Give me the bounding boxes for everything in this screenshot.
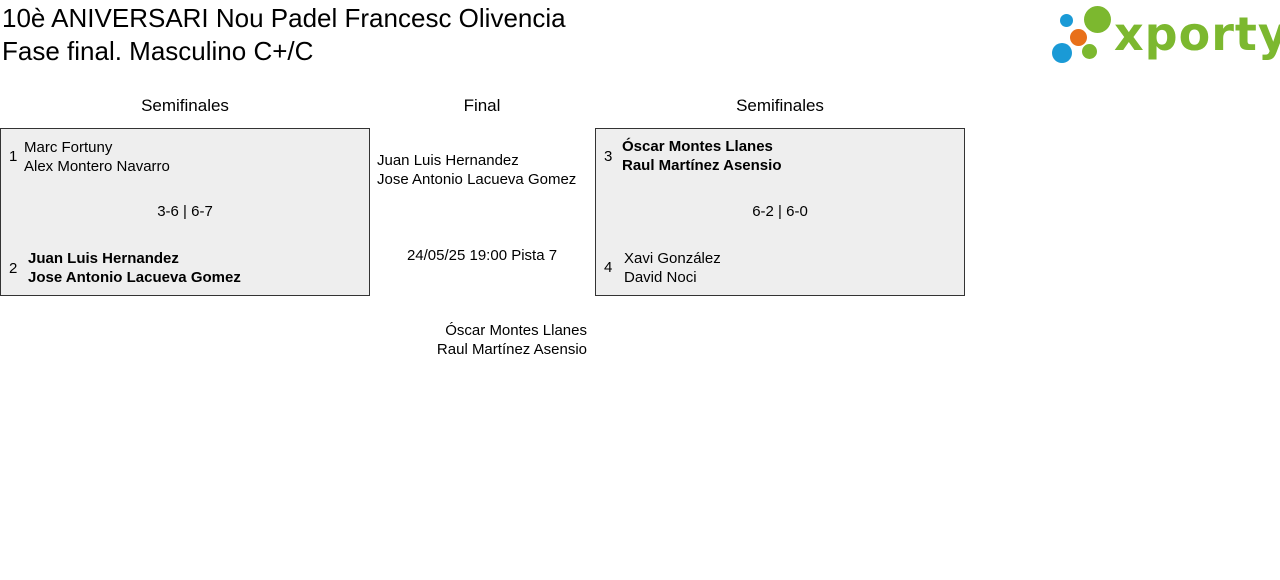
- team-1-names: Marc Fortuny Alex Montero Navarro: [24, 138, 170, 176]
- phase-subtitle: Fase final. Masculino C+/C: [2, 36, 314, 66]
- player-name: David Noci: [624, 269, 697, 286]
- player-name: Marc Fortuny: [24, 139, 113, 156]
- final-team-bottom: Óscar Montes Llanes Raul Martínez Asensi…: [370, 321, 587, 359]
- column-header-final: Final: [463, 96, 501, 115]
- logo-dot-green-small: [1082, 44, 1097, 59]
- player-name: Jose Antonio Lacueva Gomez: [377, 171, 577, 188]
- logo-dot-green: [1084, 6, 1111, 33]
- logo-dot-orange: [1070, 29, 1087, 46]
- final-team-top: Juan Luis Hernandez Jose Antonio Lacueva…: [377, 151, 576, 189]
- player-name: Óscar Montes Llanes: [445, 322, 587, 339]
- semifinal-match-left[interactable]: 1 Marc Fortuny Alex Montero Navarro 3-6 …: [0, 128, 370, 296]
- player-name: Raul Martínez Asensio: [622, 157, 782, 174]
- player-name: Jose Antonio Lacueva Gomez: [28, 269, 241, 286]
- logo-dot-blue-large: [1052, 43, 1072, 63]
- seed-number: 4: [604, 259, 613, 276]
- final-schedule: 24/05/25 19:00 Pista 7: [406, 247, 558, 264]
- seed-number: 3: [604, 148, 613, 165]
- seed-number: 1: [9, 148, 18, 165]
- xporty-logo[interactable]: xporty: [1050, 4, 1280, 68]
- player-name: Juan Luis Hernandez: [377, 152, 519, 169]
- team-2-names-winner: Juan Luis Hernandez Jose Antonio Lacueva…: [28, 249, 241, 287]
- player-name: Alex Montero Navarro: [24, 158, 170, 175]
- logo-wordmark: xporty: [1114, 7, 1280, 61]
- column-header-semifinals-right: Semifinales: [736, 96, 824, 115]
- player-name: Juan Luis Hernandez: [28, 250, 179, 267]
- player-name: Xavi González: [624, 250, 721, 267]
- match-score: 6-2 | 6-0: [752, 203, 808, 220]
- tournament-title: 10è ANIVERSARI Nou Padel Francesc Oliven…: [2, 3, 566, 33]
- semifinal-match-right[interactable]: 3 Óscar Montes Llanes Raul Martínez Asen…: [595, 128, 965, 296]
- seed-number: 2: [9, 260, 18, 277]
- player-name: Óscar Montes Llanes: [622, 138, 773, 155]
- player-name: Raul Martínez Asensio: [436, 341, 587, 358]
- team-1-names-winner: Óscar Montes Llanes Raul Martínez Asensi…: [622, 137, 781, 175]
- team-2-names: Xavi González David Noci: [624, 249, 721, 287]
- logo-dot-blue: [1060, 14, 1073, 27]
- column-header-semifinals-left: Semifinales: [141, 96, 229, 115]
- match-score: 3-6 | 6-7: [157, 203, 213, 220]
